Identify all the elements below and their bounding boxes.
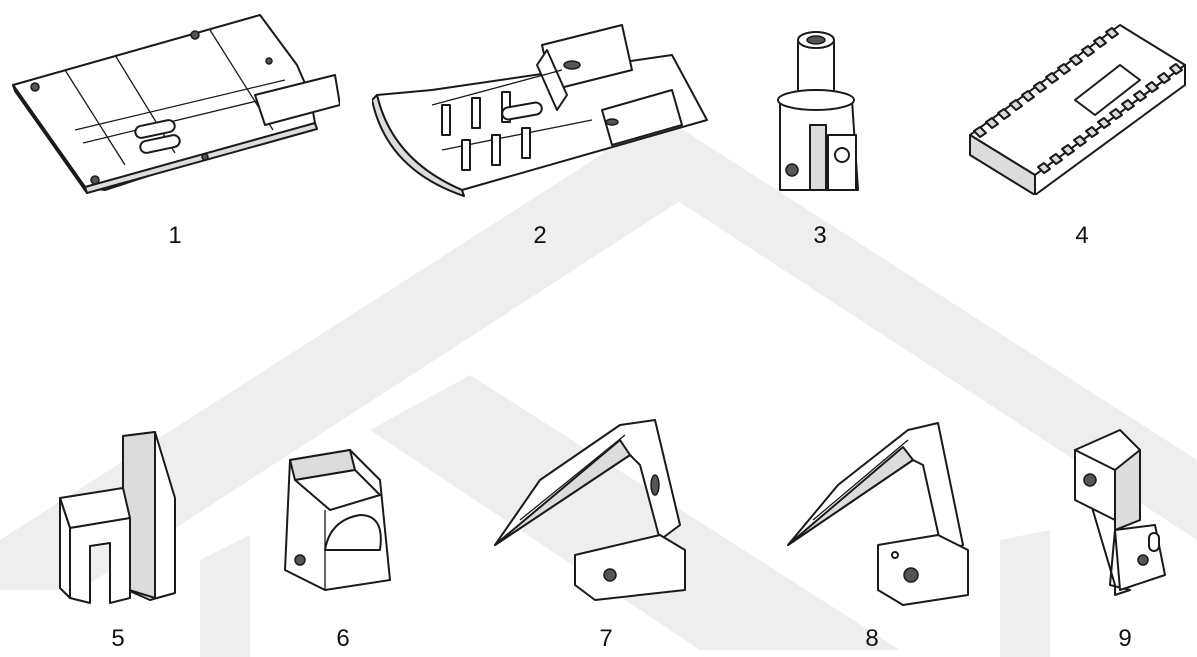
- needle-clamp-icon: [777, 31, 859, 191]
- upper-looper-icon: [494, 419, 686, 601]
- presser-foot-plate-icon: [12, 14, 340, 194]
- lower-looper-icon: [787, 422, 969, 606]
- upper-knife-icon: [59, 431, 176, 604]
- part-label: 5: [111, 625, 125, 652]
- feed-dog-icon: [969, 24, 1186, 195]
- part-label: 1: [168, 222, 182, 249]
- part-label: 8: [865, 625, 879, 652]
- part-label: 7: [599, 625, 613, 652]
- curved-presser-foot-icon: [372, 24, 708, 197]
- needle-holder-block-icon: [284, 449, 391, 591]
- part-label: 9: [1118, 625, 1132, 652]
- part-label: 4: [1075, 222, 1089, 249]
- lower-knife-icon: [1074, 429, 1166, 596]
- part-label: 6: [336, 625, 350, 652]
- part-label: 2: [533, 222, 547, 249]
- part-label: 3: [813, 222, 827, 249]
